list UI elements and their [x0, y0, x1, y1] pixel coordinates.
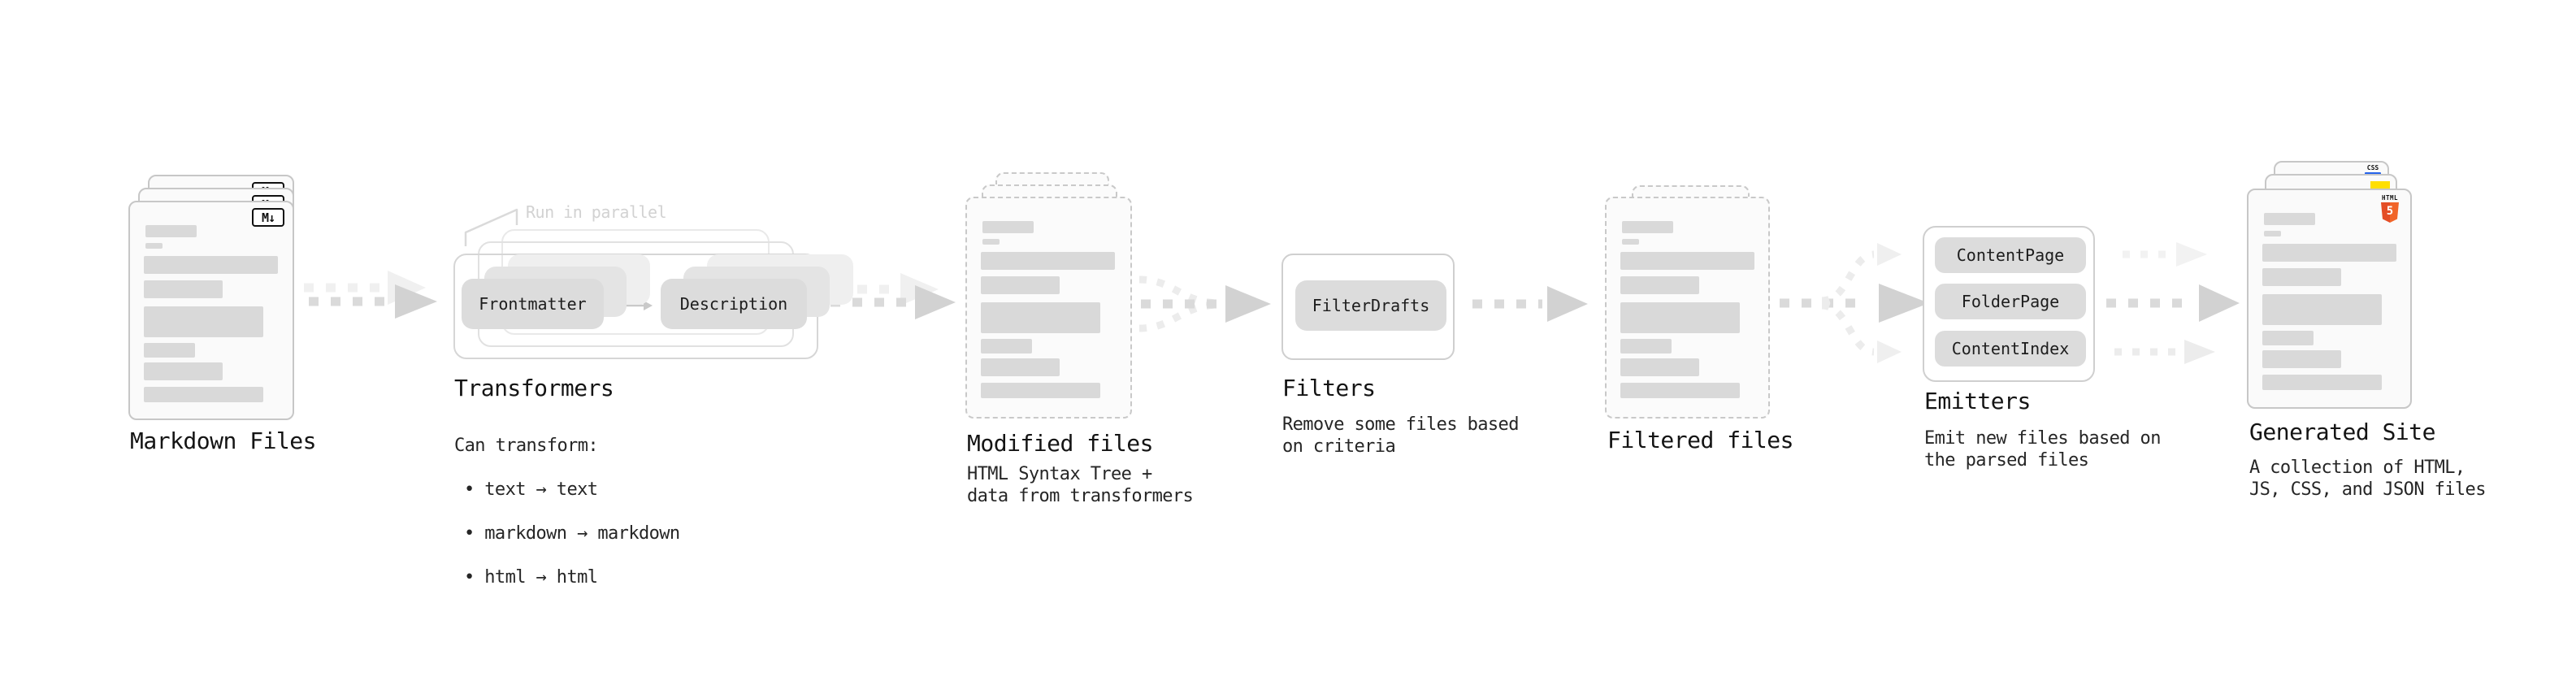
text-line-placeholder — [981, 302, 1100, 333]
transformer-output-pill: Description — [661, 279, 807, 329]
text-line-placeholder — [982, 239, 1000, 245]
text-line-placeholder — [981, 276, 1060, 294]
text-line-placeholder — [145, 225, 197, 237]
markdown-file-card-front: M↓ — [128, 201, 294, 420]
text-line-placeholder — [2262, 375, 2382, 390]
text-line-placeholder — [144, 387, 263, 402]
js-icon — [2370, 181, 2390, 190]
html5-icon-shield: 5 — [2381, 202, 2399, 223]
filtered-file-card-front — [1605, 197, 1770, 419]
text-line-placeholder — [1620, 252, 1754, 270]
emitter-pill-folderpage: FolderPage — [1935, 284, 2086, 319]
text-line-placeholder — [145, 243, 163, 249]
text-line-placeholder — [144, 306, 263, 337]
arrow-transformers-to-modified — [830, 273, 956, 319]
text-line-placeholder — [981, 252, 1115, 270]
arrow-emitters-to-site — [2106, 242, 2240, 364]
arrow-markdown-to-transformers — [304, 271, 437, 319]
filtered-files-label: Filtered files — [1607, 427, 1794, 453]
markdown-files-label: Markdown Files — [130, 427, 317, 454]
emitter-pill-contentpage: ContentPage — [1935, 237, 2086, 273]
transformers-label: Transformers — [454, 375, 614, 401]
text-line-placeholder — [2264, 231, 2281, 236]
text-line-placeholder — [981, 383, 1100, 398]
modified-file-card-front — [965, 197, 1132, 419]
emitters-box: ContentPage FolderPage ContentIndex — [1923, 226, 2095, 382]
generated-site-description: A collection of HTML, JS, CSS, and JSON … — [2249, 458, 2486, 500]
generated-site-label: Generated Site — [2249, 419, 2436, 445]
text-line-placeholder — [144, 280, 223, 298]
modified-files-description: HTML Syntax Tree + data from transformer… — [967, 464, 1194, 506]
text-line-placeholder — [2262, 244, 2396, 262]
transformers-description-heading: Can transform: — [454, 436, 599, 456]
text-line-placeholder — [1620, 358, 1699, 376]
modified-files-label: Modified files — [967, 430, 1154, 457]
text-line-placeholder — [1620, 339, 1672, 354]
text-line-placeholder — [144, 362, 223, 380]
text-line-placeholder — [981, 339, 1032, 354]
arrow-filters-to-filtered — [1472, 286, 1588, 322]
run-in-parallel-annotation: Run in parallel — [526, 202, 667, 222]
text-line-placeholder — [2264, 213, 2315, 225]
site-file-card-html: HTML 5 — [2247, 189, 2412, 409]
transformers-description: Can transform: • text → text • markdown … — [454, 413, 680, 610]
filters-label: Filters — [1282, 375, 1376, 401]
arrow-filtered-to-emitters-fanout — [1780, 243, 1929, 363]
arrow-modified-to-filters-merge — [1138, 275, 1271, 332]
text-line-placeholder — [2262, 331, 2314, 345]
text-line-placeholder — [144, 256, 278, 274]
markdown-icon: M↓ — [252, 208, 284, 227]
text-line-placeholder — [2262, 350, 2341, 368]
text-line-placeholder — [1622, 221, 1673, 233]
html5-icon-number: 5 — [2386, 205, 2394, 218]
filter-drafts-pill: FilterDrafts — [1295, 280, 1446, 331]
text-line-placeholder — [144, 343, 195, 358]
text-line-placeholder — [2262, 294, 2382, 325]
text-line-placeholder — [1620, 383, 1740, 398]
text-line-placeholder — [1620, 276, 1699, 294]
transformer-input-pill: Frontmatter — [462, 279, 604, 329]
transformers-bullet: • text → text — [464, 479, 598, 500]
text-line-placeholder — [982, 221, 1034, 233]
text-line-placeholder — [1620, 302, 1740, 333]
text-line-placeholder — [1622, 239, 1639, 245]
html5-icon: HTML 5 — [2381, 194, 2399, 223]
text-line-placeholder — [981, 358, 1060, 376]
markdown-icon-text: M↓ — [261, 210, 275, 225]
html5-icon-text: HTML — [2381, 194, 2399, 202]
emitters-description: Emit new files based on the parsed files — [1924, 428, 2161, 471]
emitter-pill-contentindex: ContentIndex — [1935, 331, 2086, 367]
transformers-bullet: • html → html — [464, 567, 598, 588]
text-line-placeholder — [2262, 268, 2341, 286]
filters-description: Remove some files based on criteria — [1282, 414, 1519, 457]
emitters-label: Emitters — [1924, 388, 2031, 414]
run-in-parallel-leader-line — [464, 208, 518, 246]
css-icon-text: CSS — [2366, 164, 2379, 171]
filters-box: FilterDrafts — [1281, 254, 1455, 360]
transformers-bullet: • markdown → markdown — [464, 523, 680, 544]
